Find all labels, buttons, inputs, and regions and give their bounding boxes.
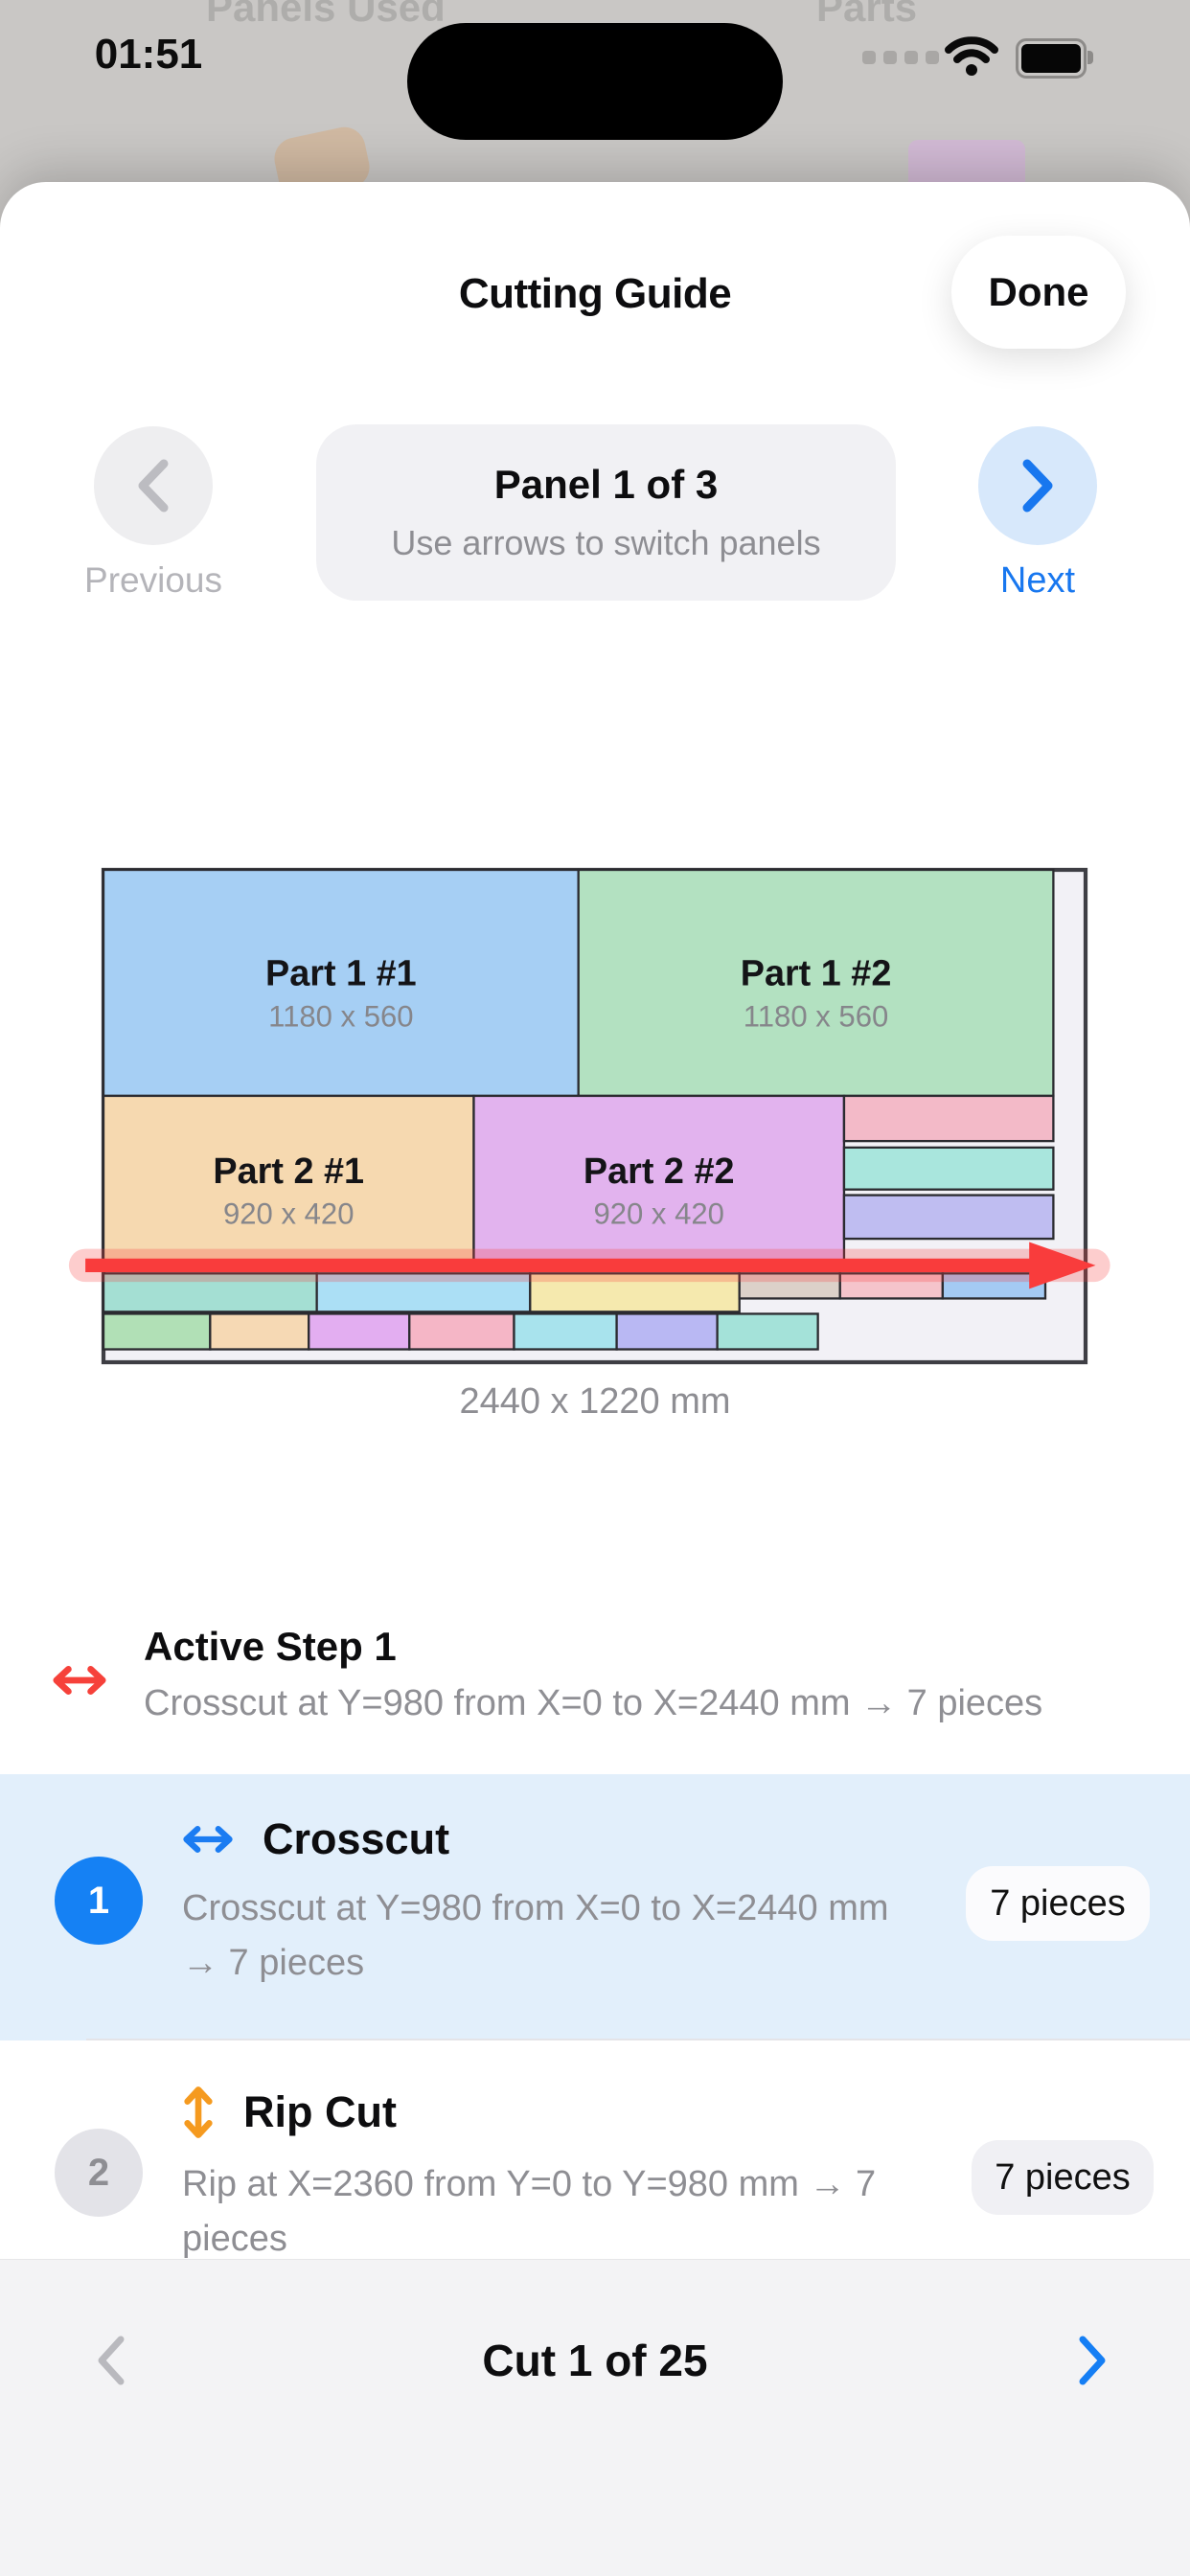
rip-cut-icon [184,2086,213,2138]
part-dimensions: 1180 x 560 [268,999,414,1033]
chevron-right-icon [1079,2336,1106,2385]
next-label: Next [999,560,1076,601]
battery-icon [1016,38,1093,79]
active-step-summary: Active Step 1 Crosscut at Y=980 from X=0… [0,1624,1190,1739]
panel-indicator-subtitle: Use arrows to switch panels [391,523,821,562]
part-rect [408,1312,515,1351]
backdrop-right-title: Parts [816,0,918,30]
crosscut-icon [183,1826,233,1853]
step-title: Crosscut [263,1814,450,1863]
part-dimensions: 920 x 420 [593,1197,724,1231]
next-cut-button[interactable] [1073,2335,1111,2391]
previous-label: Previous [84,560,222,600]
part-rect [738,1272,841,1300]
step-description: Rip at X=2360 from Y=0 to Y=980 mm → 7 p… [182,2164,877,2259]
part-rect [209,1312,310,1351]
part-rect [842,1146,1055,1191]
part-rect [529,1272,741,1313]
part-label: Part 2 #1 [213,1151,364,1192]
part-label: Part 2 #2 [584,1151,735,1192]
panel-dimensions-caption: 2440 x 1220 mm [459,1381,731,1422]
part-rect [102,1094,475,1267]
cutting-guide-sheet: Cutting Guide Done Previous Panel 1 of 3… [0,182,1190,2576]
part-rect [513,1312,618,1351]
part-label: Part 1 #1 [265,953,417,993]
cellular-signal-icon [862,51,939,64]
part-rect [842,1094,1055,1143]
previous-panel-button[interactable] [94,426,213,545]
row-divider [86,2039,1190,2040]
part-rect [102,1272,318,1313]
status-bar-time: 01:51 [94,31,203,78]
active-step-description: Crosscut at Y=980 from X=0 to X=2440 mm … [144,1683,1043,1723]
part-rect [577,868,1055,1098]
cut-navigation-bar: Cut 1 of 25 [0,2259,1190,2576]
step-number-badge: 2 [55,2129,143,2217]
chevron-left-icon [98,2336,125,2385]
step-number-badge: 1 [55,1857,143,1945]
part-rect [102,1312,212,1351]
backdrop-left-title: Panels Used [206,0,446,30]
cut-arrowhead-icon [1029,1242,1096,1289]
part-rect [716,1312,819,1351]
step-title: Rip Cut [243,2087,397,2136]
part-rect [315,1272,532,1313]
part-dimensions: 1180 x 560 [744,999,889,1033]
part-label: Part 1 #2 [741,953,892,993]
cut-counter: Cut 1 of 25 [482,2336,708,2385]
dynamic-island [407,23,783,140]
part-rect [842,1194,1055,1241]
wifi-icon [945,36,998,81]
panel-indicator-title: Panel 1 of 3 [493,462,719,507]
part-rect [308,1312,411,1351]
pieces-badge: 7 pieces [966,1866,1150,1941]
done-button[interactable]: Done [951,236,1126,349]
part-rect [941,1272,1047,1300]
previous-cut-button[interactable] [92,2335,130,2391]
part-dimensions: 920 x 420 [223,1197,355,1231]
pieces-badge: 7 pieces [972,2140,1154,2215]
step-description: Crosscut at Y=980 from X=0 to X=2440 mm … [182,1888,889,1983]
step-row-crosscut[interactable]: 1 Crosscut Crosscut at Y=980 from X=0 to… [0,1774,1190,2040]
chevron-left-icon [138,459,169,513]
crosscut-icon [52,1662,107,1703]
chevron-right-icon [1022,459,1053,513]
active-step-title: Active Step 1 [144,1624,397,1669]
next-panel-button[interactable] [978,426,1097,545]
part-rect [615,1312,719,1351]
panel-indicator: Panel 1 of 3 Use arrows to switch panels [316,424,896,601]
page-title: Cutting Guide [458,270,732,317]
